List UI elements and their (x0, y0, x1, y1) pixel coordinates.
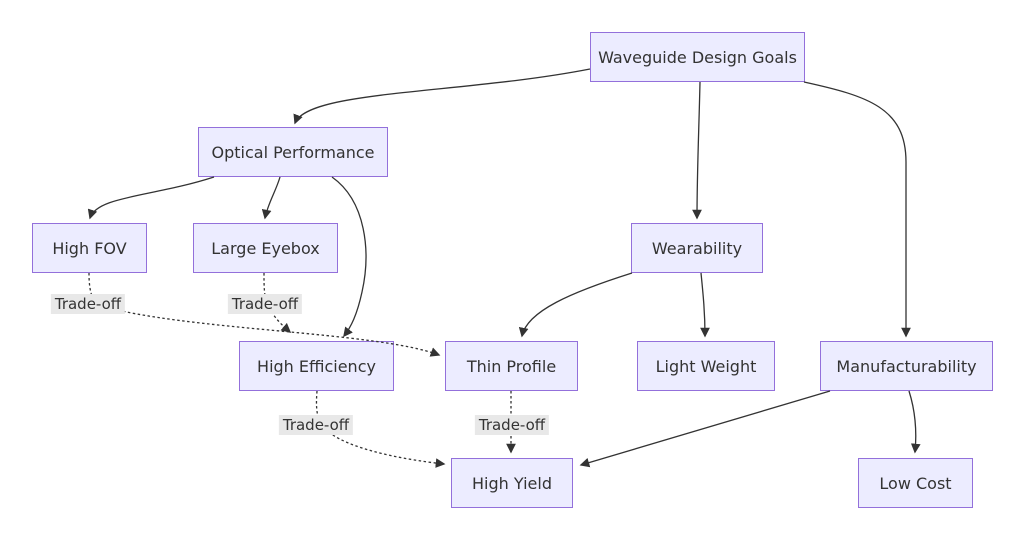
edge-label-tradeoff-highfov: Trade-off (50, 294, 126, 314)
edge-label-tradeoff-efficiency: Trade-off (278, 415, 354, 435)
node-optical-performance: Optical Performance (198, 127, 388, 177)
node-high-fov: High FOV (32, 223, 147, 273)
edge-goals-to-manufacturability (803, 81, 911, 338)
edge-wearability-to-thin (518, 272, 633, 338)
edge-optical-to-eyebox (261, 176, 281, 220)
node-large-eyebox: Large Eyebox (193, 223, 338, 273)
node-high-yield: High Yield (451, 458, 573, 508)
edge-goals-to-wearability (692, 81, 702, 220)
node-wearability: Wearability (631, 223, 763, 273)
node-low-cost: Low Cost (858, 458, 973, 508)
edge-label-tradeoff-thin: Trade-off (474, 415, 550, 435)
node-manufacturability: Manufacturability (820, 341, 993, 391)
node-thin-profile: Thin Profile (445, 341, 578, 391)
node-high-efficiency: High Efficiency (239, 341, 394, 391)
edge-label-tradeoff-eyebox: Trade-off (227, 294, 303, 314)
edge-goals-to-optical (293, 68, 591, 125)
edge-manufacturability-to-lowcost (908, 390, 921, 454)
edge-optical-to-highfov (87, 176, 215, 220)
edge-wearability-to-lightweight (700, 272, 710, 338)
edge-manufacturability-to-highyield (579, 390, 831, 468)
node-light-weight: Light Weight (637, 341, 775, 391)
node-waveguide-design-goals: Waveguide Design Goals (590, 32, 805, 82)
